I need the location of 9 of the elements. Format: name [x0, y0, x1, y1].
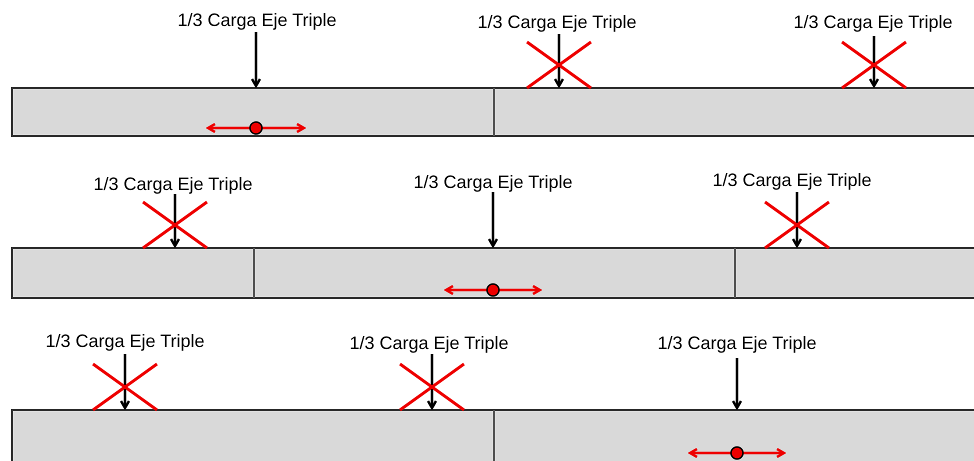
load-label: 1/3 Carga Eje Triple: [712, 170, 872, 190]
load-label: 1/3 Carga Eje Triple: [93, 174, 253, 194]
load-label: 1/3 Carga Eje Triple: [45, 331, 205, 351]
load-label: 1/3 Carga Eje Triple: [793, 12, 953, 32]
load-label: 1/3 Carga Eje Triple: [349, 333, 509, 353]
load-label: 1/3 Carga Eje Triple: [177, 10, 337, 30]
load-label: 1/3 Carga Eje Triple: [657, 333, 817, 353]
load-label: 1/3 Carga Eje Triple: [477, 12, 637, 32]
load-label: 1/3 Carga Eje Triple: [413, 172, 573, 192]
